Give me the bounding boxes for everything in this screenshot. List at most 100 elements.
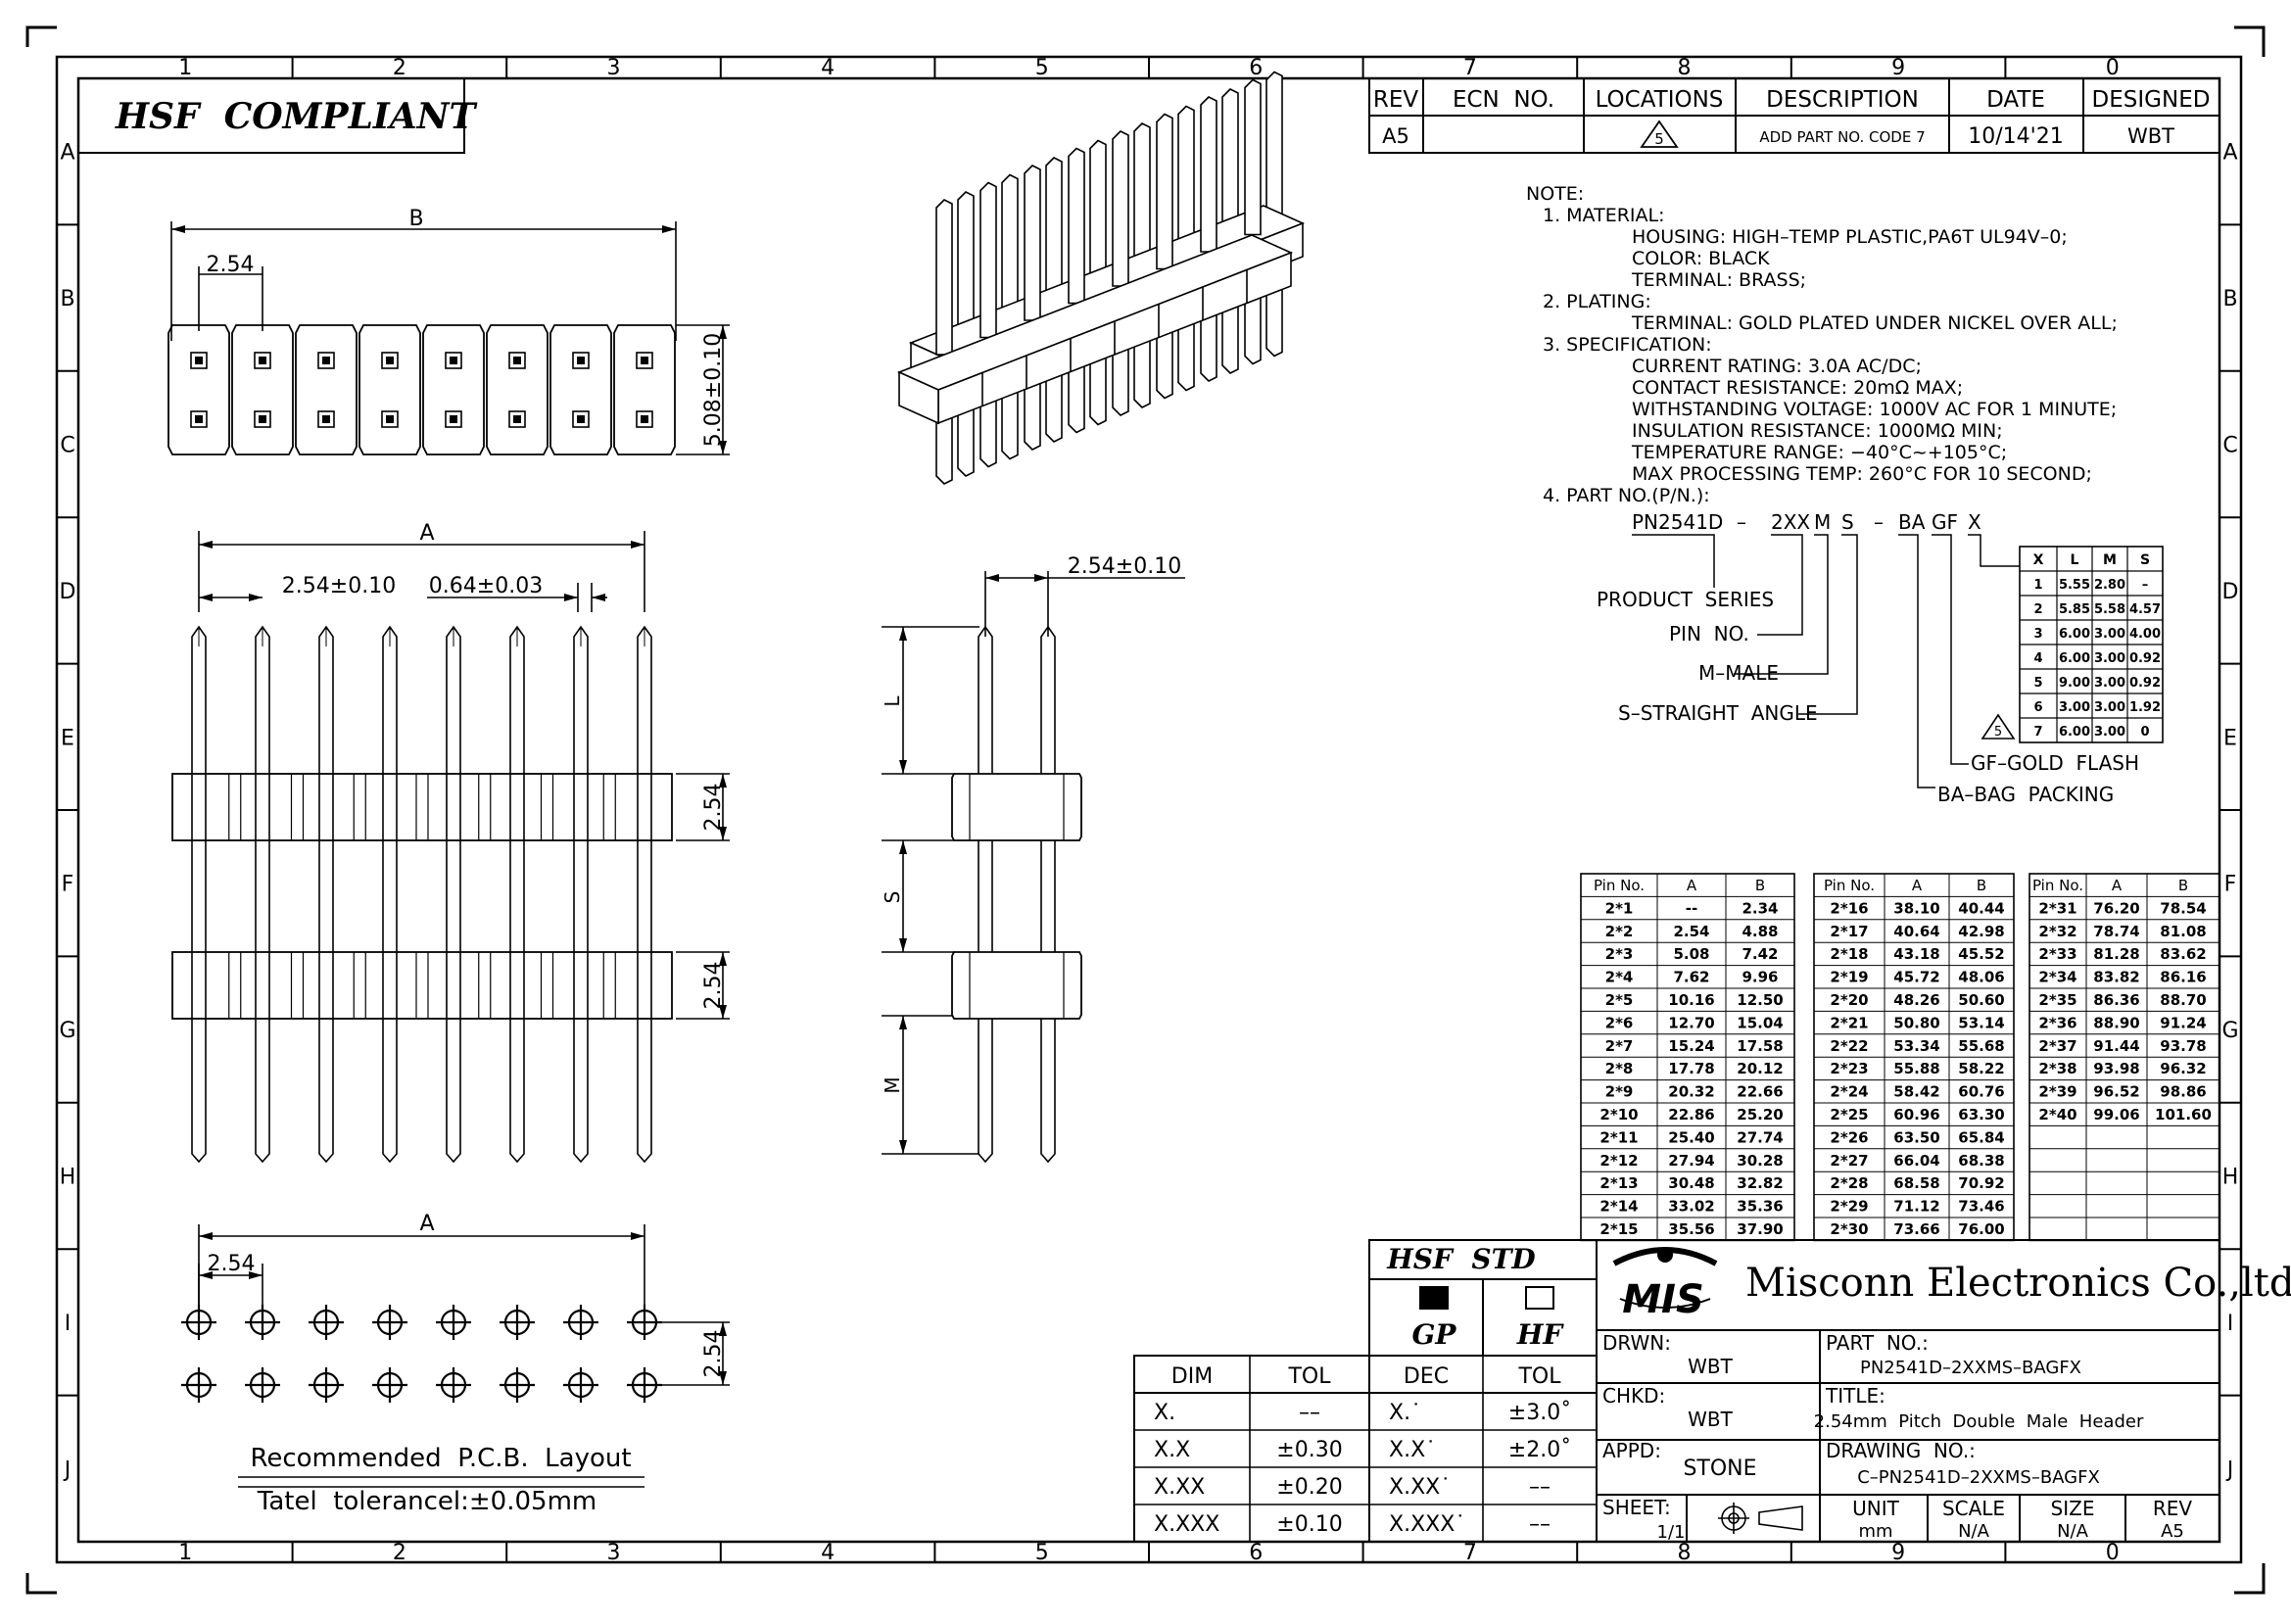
tol-table-cell: ±3.0˚ <box>1508 1401 1571 1425</box>
scale-label: SCALE <box>1942 1497 2005 1520</box>
pin-table-cell: 99.06 <box>2093 1106 2139 1123</box>
tol-table-cell: X.X˙ <box>1389 1438 1436 1462</box>
pin-table-header: B <box>2178 877 2188 894</box>
code-table-cell: 6.00 <box>2059 725 2090 740</box>
corner-marks <box>25 25 2266 1595</box>
code-table-cell: 3 <box>2033 627 2042 642</box>
revision-headers: REV ECN NO. LOCATIONS DESCRIPTION DATE D… <box>1373 87 2211 113</box>
pin-table-cell: 2*6 <box>1605 1014 1634 1031</box>
pin-table-cell: 93.78 <box>2160 1037 2206 1055</box>
zone-row-label-left: F <box>62 873 74 897</box>
zone-row-label-left: H <box>60 1166 76 1190</box>
tol-table-cell: X.X <box>1154 1438 1190 1462</box>
part-code-dash-1: – <box>1737 510 1746 534</box>
pin-table-header: B <box>1755 877 1765 894</box>
dim-s-label: S <box>881 891 904 904</box>
pin-table-cell: 2*24 <box>1830 1083 1868 1101</box>
pin-table-cell: 5.08 <box>1673 945 1709 963</box>
side-view: 2.54±0.10 L S M <box>881 554 1185 1164</box>
pin-table-cell: 65.84 <box>1958 1128 2004 1146</box>
pin-table-cell: 2*5 <box>1605 991 1634 1009</box>
pin-table-cell: 2*39 <box>2038 1083 2076 1101</box>
pin-table-cell: 2*26 <box>1830 1128 1868 1146</box>
tol-table-header: TOL <box>1287 1364 1331 1389</box>
pin-table-cell: 2*11 <box>1599 1128 1638 1146</box>
code-table-cell: 1 <box>2033 578 2042 593</box>
rev-triangle-icon <box>1640 119 1679 148</box>
pin-table-cell: 40.64 <box>1893 923 1939 940</box>
pin-table-cell: 2.54 <box>1673 923 1709 940</box>
projection-symbol-icon <box>1718 1503 1803 1534</box>
pin-table-cell: 78.54 <box>2160 899 2206 917</box>
size-label: SIZE <box>2051 1497 2095 1520</box>
zone-col-label-bottom: 3 <box>607 1541 621 1565</box>
zone-row-label-right: H <box>2222 1166 2239 1190</box>
pin-table-cell: 2*10 <box>1599 1106 1638 1123</box>
pin-table-cell: 2*40 <box>2038 1106 2076 1123</box>
dim-a-label: A <box>419 521 434 546</box>
ecn-header: ECN NO. <box>1453 87 1554 113</box>
pin-table-cell: 30.48 <box>1668 1174 1714 1192</box>
unit-value: mm <box>1858 1521 1892 1542</box>
zone-col-label-top: 9 <box>1891 56 1905 80</box>
zone-row-label-left: B <box>60 287 74 311</box>
drwn-label: DRWN: <box>1602 1331 1671 1355</box>
revision-block <box>1368 77 2220 154</box>
code-table-cell: 9.00 <box>2059 676 2090 691</box>
part-code-packing: BA <box>1898 510 1926 534</box>
pin-table-cell: 45.52 <box>1958 945 2004 963</box>
note-line: 3. SPECIFICATION: <box>1543 334 1712 356</box>
pin-table-cell: 35.56 <box>1668 1220 1714 1238</box>
note-line: TEMPERATURE RANGE: −40°C~+105°C; <box>1631 442 2007 463</box>
pin-table-cell: 15.24 <box>1668 1037 1714 1055</box>
tol-table-cell: ±0.20 <box>1276 1475 1342 1500</box>
pin-table-cell: 76.00 <box>1958 1220 2004 1238</box>
zone-col-label-top: 0 <box>2106 56 2120 80</box>
part-code: PN2541D – 2XX M S – BA GF X PRODUCT SERI… <box>1597 510 2139 806</box>
pin-table-cell: 48.06 <box>1958 969 2004 986</box>
drawing-no-value: C–PN2541D–2XXMS–BAGFX <box>1857 1467 2100 1488</box>
pin-table-cell: 25.20 <box>1737 1106 1783 1123</box>
pin-table-cell: 2*35 <box>2038 991 2076 1009</box>
pin-table-cell: 32.82 <box>1737 1174 1783 1192</box>
pin-table-cell: 2*2 <box>1605 923 1634 940</box>
pin-table-cell: 2*33 <box>2038 945 2076 963</box>
appd-label: APPD: <box>1602 1439 1661 1462</box>
pin-table-cell: 30.28 <box>1737 1152 1783 1170</box>
code-table-cell: 0.92 <box>2129 676 2161 691</box>
legend-straight: S–STRAIGHT ANGLE <box>1618 701 1818 725</box>
note-line: 1. MATERIAL: <box>1543 205 1664 226</box>
pin-table-cell: 53.34 <box>1893 1037 1939 1055</box>
pin-table-cell: 2*34 <box>2038 969 2076 986</box>
hsf-std-block: HSF STD GP HF <box>1368 1239 1598 1357</box>
pin-table-cell: 48.26 <box>1893 991 1939 1009</box>
zone-col-label-bottom: 1 <box>178 1541 192 1565</box>
dim-height-label: 5.08±0.10 <box>701 333 726 447</box>
code-table-cell: 3.00 <box>2094 725 2125 740</box>
pin-table-cell: 86.36 <box>2093 991 2139 1009</box>
note-line: MAX PROCESSING TEMP: 260°C FOR 10 SECOND… <box>1632 463 2092 485</box>
zone-col-label-bottom: 7 <box>1463 1541 1477 1565</box>
pin-table-cell: 50.60 <box>1958 991 2004 1009</box>
hsf-compliant-label: HSF COMPLIANT <box>115 96 478 137</box>
pin-table-cell: 2*14 <box>1599 1198 1638 1216</box>
pin-table-header: A <box>2112 877 2123 894</box>
pin-table-cell: 68.38 <box>1958 1152 2004 1170</box>
pin-table-cell: 63.30 <box>1958 1106 2004 1123</box>
pin-table-cell: 2*31 <box>2038 899 2076 917</box>
zone-col-label-top: 2 <box>393 56 406 80</box>
pin-table-cell: 53.14 <box>1958 1014 2004 1031</box>
sheet-value: 1/1 <box>1657 1522 1686 1543</box>
locations-header: LOCATIONS <box>1596 87 1724 113</box>
code-table-cell: 2.80 <box>2094 578 2125 593</box>
pcb-layout-caption: Recommended P.C.B. Layout <box>250 1444 631 1473</box>
pin-table-cell: 2*27 <box>1830 1152 1868 1170</box>
zone-col-label-top: 4 <box>821 56 835 80</box>
note-line: CURRENT RATING: 3.0A AC/DC; <box>1632 356 1922 377</box>
dim-side-pitch-label: 2.54±0.10 <box>1068 554 1181 579</box>
description-value: ADD PART NO. CODE 7 <box>1759 128 1925 146</box>
code-table-rev-number: 5 <box>1994 725 2002 740</box>
legend-gold-flash: GF–GOLD FLASH <box>1971 751 2139 775</box>
dim-pcb-pitch-label: 2.54 <box>208 1252 256 1276</box>
drawing-no-label: DRAWING NO.: <box>1826 1439 1976 1462</box>
